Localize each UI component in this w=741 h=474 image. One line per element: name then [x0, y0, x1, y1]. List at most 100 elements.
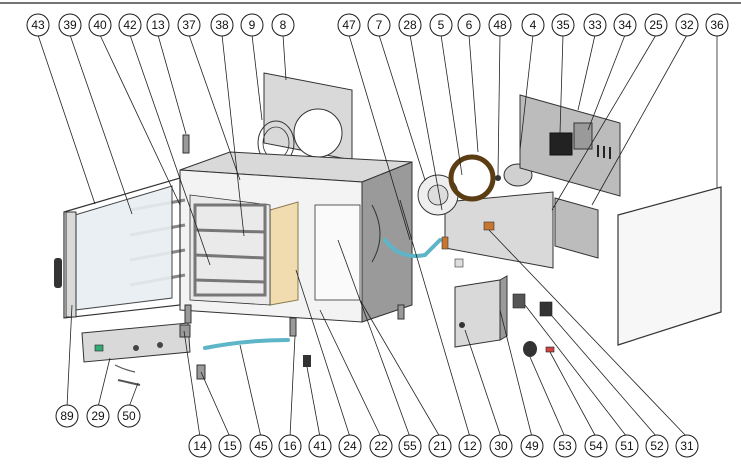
- leader-41: [306, 366, 321, 438]
- callout-89: 89: [55, 404, 79, 428]
- callout-8: 8: [271, 13, 295, 37]
- callout-39: 39: [58, 13, 82, 37]
- selector-knob: [523, 341, 537, 357]
- callout-label: 4: [530, 18, 537, 32]
- callouts-bottom: 89 29 50 14 15 45 16 41 24 22 55 21 12 3…: [55, 404, 699, 458]
- leader-47: [348, 34, 411, 241]
- leader-54: [549, 351, 597, 438]
- callout-25: 25: [644, 13, 668, 37]
- oven-drawing: [54, 72, 722, 386]
- callout-7: 7: [367, 13, 391, 37]
- leader-33: [577, 34, 596, 111]
- callout-label: 22: [374, 439, 388, 453]
- callout-50: 50: [117, 404, 141, 428]
- callout-label: 16: [283, 439, 297, 453]
- filter-board: [554, 197, 599, 259]
- callout-label: 28: [403, 18, 417, 32]
- callout-label: 29: [91, 409, 105, 423]
- callouts-top: 43 39 40 42 13 37 38 9 8 47 7 28 5 6 48 …: [26, 13, 729, 37]
- callout-37: 37: [177, 13, 201, 37]
- leader-48: [497, 34, 501, 176]
- callout-label: 9: [249, 18, 256, 32]
- electrical-gland: [459, 322, 465, 328]
- callout-6: 6: [457, 13, 481, 37]
- rear-plate-hole: [293, 108, 343, 158]
- callout-55: 55: [398, 434, 422, 458]
- leader-24: [295, 269, 351, 438]
- callout-label: 89: [60, 409, 74, 423]
- callout-label: 53: [558, 439, 572, 453]
- callout-15: 15: [218, 434, 242, 458]
- fan-hub: [427, 184, 449, 206]
- control-light: [94, 344, 104, 352]
- callout-45: 45: [249, 434, 273, 458]
- leg-rear-right: [397, 304, 405, 320]
- callout-47: 47: [337, 13, 361, 37]
- callout-30: 30: [489, 434, 513, 458]
- cooling-fan: [549, 132, 573, 156]
- connector: [454, 258, 464, 268]
- leader-32: [591, 34, 688, 206]
- leader-13: [157, 34, 187, 135]
- callout-label: 48: [493, 18, 507, 32]
- leader-38: [221, 34, 245, 237]
- leader-50: [128, 382, 139, 408]
- side-curve: [371, 204, 381, 263]
- callout-14: 14: [188, 434, 212, 458]
- leader-21: [359, 299, 441, 438]
- leader-28: [409, 34, 443, 211]
- leader-25: [551, 34, 657, 211]
- back-panel: [444, 191, 554, 269]
- leader-14: [183, 330, 201, 438]
- heating-element: [448, 154, 496, 202]
- callout-label: 6: [466, 18, 473, 32]
- rack-bar-3: [194, 278, 266, 284]
- leader-8: [282, 34, 287, 81]
- thermostat: [483, 221, 495, 231]
- leader-42: [129, 34, 211, 266]
- control-knob-2: [157, 342, 163, 348]
- callout-label: 32: [680, 18, 694, 32]
- callout-48: 48: [488, 13, 512, 37]
- sensor: [441, 236, 449, 250]
- leader-30: [464, 329, 502, 438]
- leader-49: [499, 309, 533, 438]
- leader-52: [551, 315, 658, 438]
- door-frame: [63, 177, 181, 319]
- callout-label: 42: [123, 18, 137, 32]
- callout-43: 43: [26, 13, 50, 37]
- callout-5: 5: [429, 13, 453, 37]
- callout-label: 30: [494, 439, 508, 453]
- leg-front-left: [184, 304, 192, 324]
- leader-6: [468, 34, 479, 153]
- callout-label: 52: [650, 439, 664, 453]
- callout-label: 15: [223, 439, 237, 453]
- callout-32: 32: [675, 13, 699, 37]
- callout-label: 8: [280, 18, 287, 32]
- side-cover-panel: [617, 186, 722, 346]
- callout-label: 31: [680, 439, 694, 453]
- leader-39: [69, 34, 133, 215]
- callout-51: 51: [615, 434, 639, 458]
- callout-29: 29: [86, 404, 110, 428]
- callout-38: 38: [210, 13, 234, 37]
- leader-31: [488, 229, 688, 438]
- hose-lower: [203, 338, 290, 350]
- callout-35: 35: [551, 13, 575, 37]
- side-panel: [314, 204, 361, 301]
- callout-49: 49: [520, 434, 544, 458]
- door-side-edge: [65, 211, 77, 318]
- indicator-lamp: [545, 346, 555, 353]
- callout-16: 16: [278, 434, 302, 458]
- callout-label: 54: [589, 439, 603, 453]
- callout-label: 47: [342, 18, 356, 32]
- callout-label: 49: [525, 439, 539, 453]
- probe: [117, 379, 141, 386]
- callout-label: 35: [556, 18, 570, 32]
- callout-31: 31: [675, 434, 699, 458]
- electrical-box-front: [454, 279, 501, 348]
- leader-22: [319, 309, 382, 438]
- leader-53: [529, 356, 566, 438]
- control-knob-1: [133, 345, 139, 351]
